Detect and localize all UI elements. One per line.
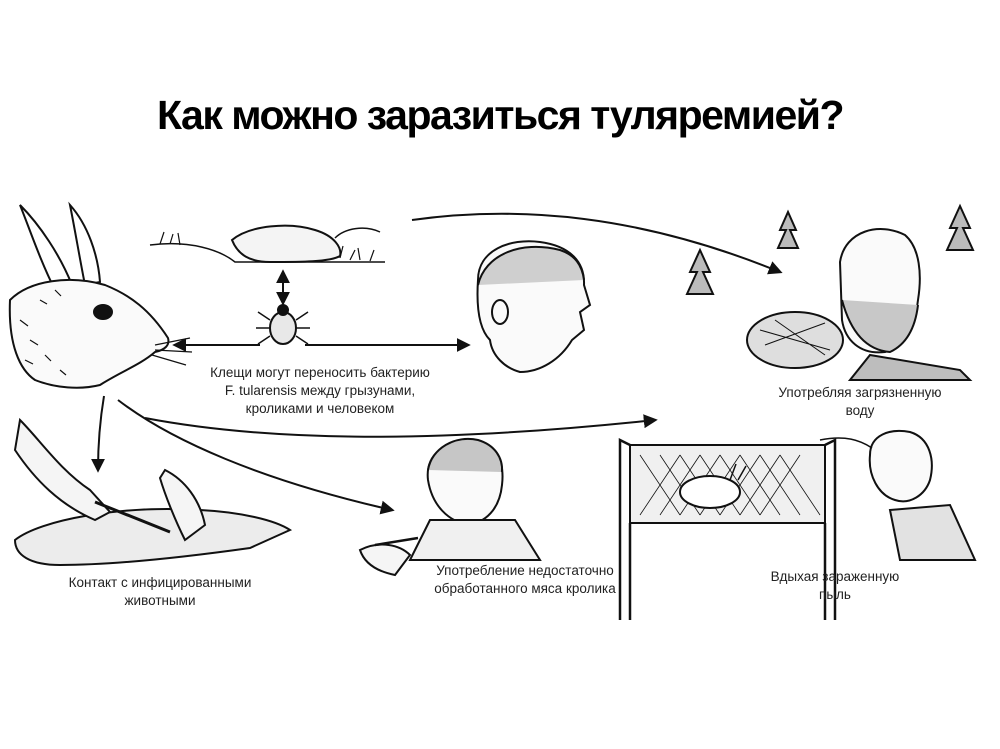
arrow-rabbit-contact	[91, 395, 106, 473]
arrow-rabbit-meat	[117, 399, 395, 515]
arrow-rodent-water	[411, 212, 783, 275]
label-contact-line-1: Контакт с инфицированными	[68, 575, 252, 590]
cage-dust-illustration	[618, 430, 977, 620]
label-contact-line-2: животными	[124, 593, 196, 608]
label-water-line-1: Употребляя загрязненную	[778, 385, 942, 400]
label-ticks-line-2: F. tularensis между грызунами,	[224, 383, 416, 398]
label-ticks-line-3: кроликами и человеком	[245, 401, 395, 416]
label-ticks-line-1: Клещи могут переносить бактерию	[210, 365, 430, 380]
label-dust-line-1: Вдыхая зараженную	[770, 569, 900, 584]
label-dust: Вдыхая зараженную пыль	[735, 568, 935, 604]
label-water-line-2: воду	[845, 403, 875, 418]
man-head-illustration	[476, 240, 592, 374]
label-water: Употребляя загрязненную воду	[740, 384, 980, 420]
arrows	[91, 212, 783, 515]
label-meat-line-1: Употребление недостаточно	[436, 563, 614, 578]
label-ticks: Клещи могут переносить бактерию F. tular…	[165, 364, 475, 418]
label-contact: Контакт с инфицированными животными	[40, 574, 280, 610]
page-title: Как можно заразиться туляремией?	[157, 92, 845, 138]
label-meat-line-2: обработанного мяса кролика	[434, 581, 616, 596]
arrow-rabbit-dust	[144, 414, 658, 438]
skinning-illustration	[13, 417, 293, 567]
rodent-illustration	[149, 224, 385, 264]
bearded-man-drinking-illustration	[685, 203, 975, 381]
label-dust-line-2: пыль	[819, 587, 851, 602]
label-meat: Употребление недостаточно обработанного …	[400, 562, 650, 598]
tick-illustration	[256, 304, 310, 345]
rabbit-illustration	[8, 201, 193, 389]
man-eating-illustration	[358, 437, 542, 577]
